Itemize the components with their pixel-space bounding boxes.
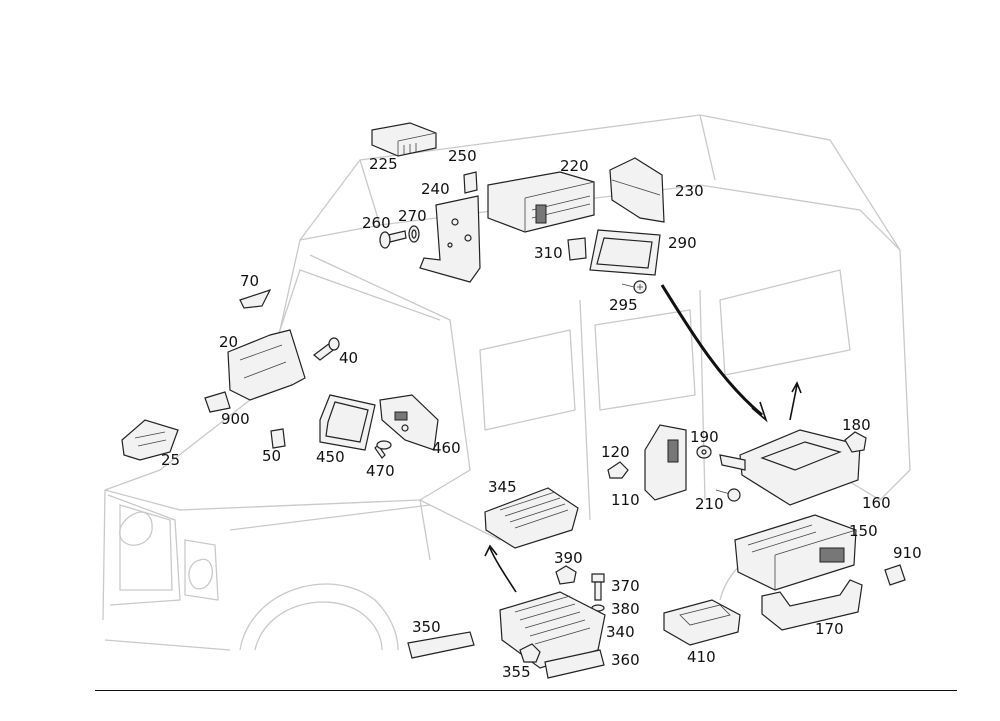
- part-20-drawing: [227, 329, 306, 401]
- label-290: 290: [668, 234, 697, 252]
- label-20: 20: [219, 333, 239, 351]
- label-260: 260: [362, 214, 391, 232]
- label-225: 225: [369, 155, 398, 173]
- label-470: 470: [366, 462, 395, 480]
- part-150-drawing: [734, 514, 857, 591]
- label-360: 360: [611, 651, 640, 669]
- part-240-drawing: [419, 195, 481, 283]
- part-290-drawing: [589, 229, 661, 276]
- label-380: 380: [611, 600, 640, 618]
- label-370: 370: [611, 577, 640, 595]
- label-70: 70: [240, 272, 260, 290]
- label-450: 450: [316, 448, 345, 466]
- label-190: 190: [690, 428, 719, 446]
- part-110-drawing: [644, 424, 687, 501]
- label-50: 50: [262, 447, 282, 465]
- part-225-drawing: [371, 122, 437, 157]
- part-390-drawing: [555, 565, 577, 585]
- part-250-drawing: [463, 171, 478, 194]
- part-160-drawing: [719, 429, 861, 506]
- bottom-rule: [95, 690, 957, 691]
- part-295-drawing: [621, 280, 647, 294]
- part-120-drawing: [607, 461, 629, 479]
- part-410-drawing: [663, 599, 741, 646]
- part-470-drawing: [374, 440, 392, 459]
- label-25: 25: [161, 451, 181, 469]
- label-345: 345: [488, 478, 517, 496]
- label-350: 350: [412, 618, 441, 636]
- arrow-160-up: [789, 381, 802, 421]
- label-250: 250: [448, 147, 477, 165]
- label-355: 355: [502, 663, 531, 681]
- label-210: 210: [695, 495, 724, 513]
- arrow-340-to-345: [484, 544, 517, 593]
- part-350-drawing: [407, 631, 475, 659]
- part-50-drawing: [270, 428, 286, 449]
- label-270: 270: [398, 207, 427, 225]
- part-355-drawing: [519, 643, 541, 663]
- part-450-drawing: [319, 394, 376, 451]
- part-260-drawing: [379, 230, 407, 249]
- part-345-drawing: [484, 487, 579, 549]
- part-270-drawing: [408, 225, 420, 243]
- label-240: 240: [421, 180, 450, 198]
- label-120: 120: [601, 443, 630, 461]
- label-460: 460: [432, 439, 461, 457]
- part-190-drawing: [696, 445, 712, 459]
- part-180-drawing: [844, 431, 867, 453]
- label-180: 180: [842, 416, 871, 434]
- vehicle-outline: [102, 114, 911, 651]
- label-230: 230: [675, 182, 704, 200]
- label-295: 295: [609, 296, 638, 314]
- part-210-drawing: [715, 488, 741, 502]
- label-310: 310: [534, 244, 563, 262]
- part-170-drawing: [761, 579, 863, 631]
- part-360-drawing: [544, 649, 605, 679]
- label-110: 110: [611, 491, 640, 509]
- label-150: 150: [849, 522, 878, 540]
- part-25-drawing: [121, 419, 179, 461]
- part-310-drawing: [567, 237, 587, 261]
- part-910-drawing: [884, 564, 906, 586]
- label-220: 220: [560, 157, 589, 175]
- label-40: 40: [339, 349, 359, 367]
- label-900: 900: [221, 410, 250, 428]
- part-370-drawing: [591, 573, 605, 601]
- part-70-drawing: [239, 288, 272, 309]
- part-220-drawing: [487, 171, 595, 233]
- part-230-drawing: [609, 157, 665, 223]
- label-390: 390: [554, 549, 583, 567]
- part-40-drawing: [313, 337, 340, 361]
- label-910: 910: [893, 544, 922, 562]
- part-460-drawing: [379, 394, 439, 451]
- label-340: 340: [606, 623, 635, 641]
- label-160: 160: [862, 494, 891, 512]
- label-170: 170: [815, 620, 844, 638]
- part-900-drawing: [204, 391, 231, 413]
- arrow-290-to-150: [660, 284, 768, 423]
- label-410: 410: [687, 648, 716, 666]
